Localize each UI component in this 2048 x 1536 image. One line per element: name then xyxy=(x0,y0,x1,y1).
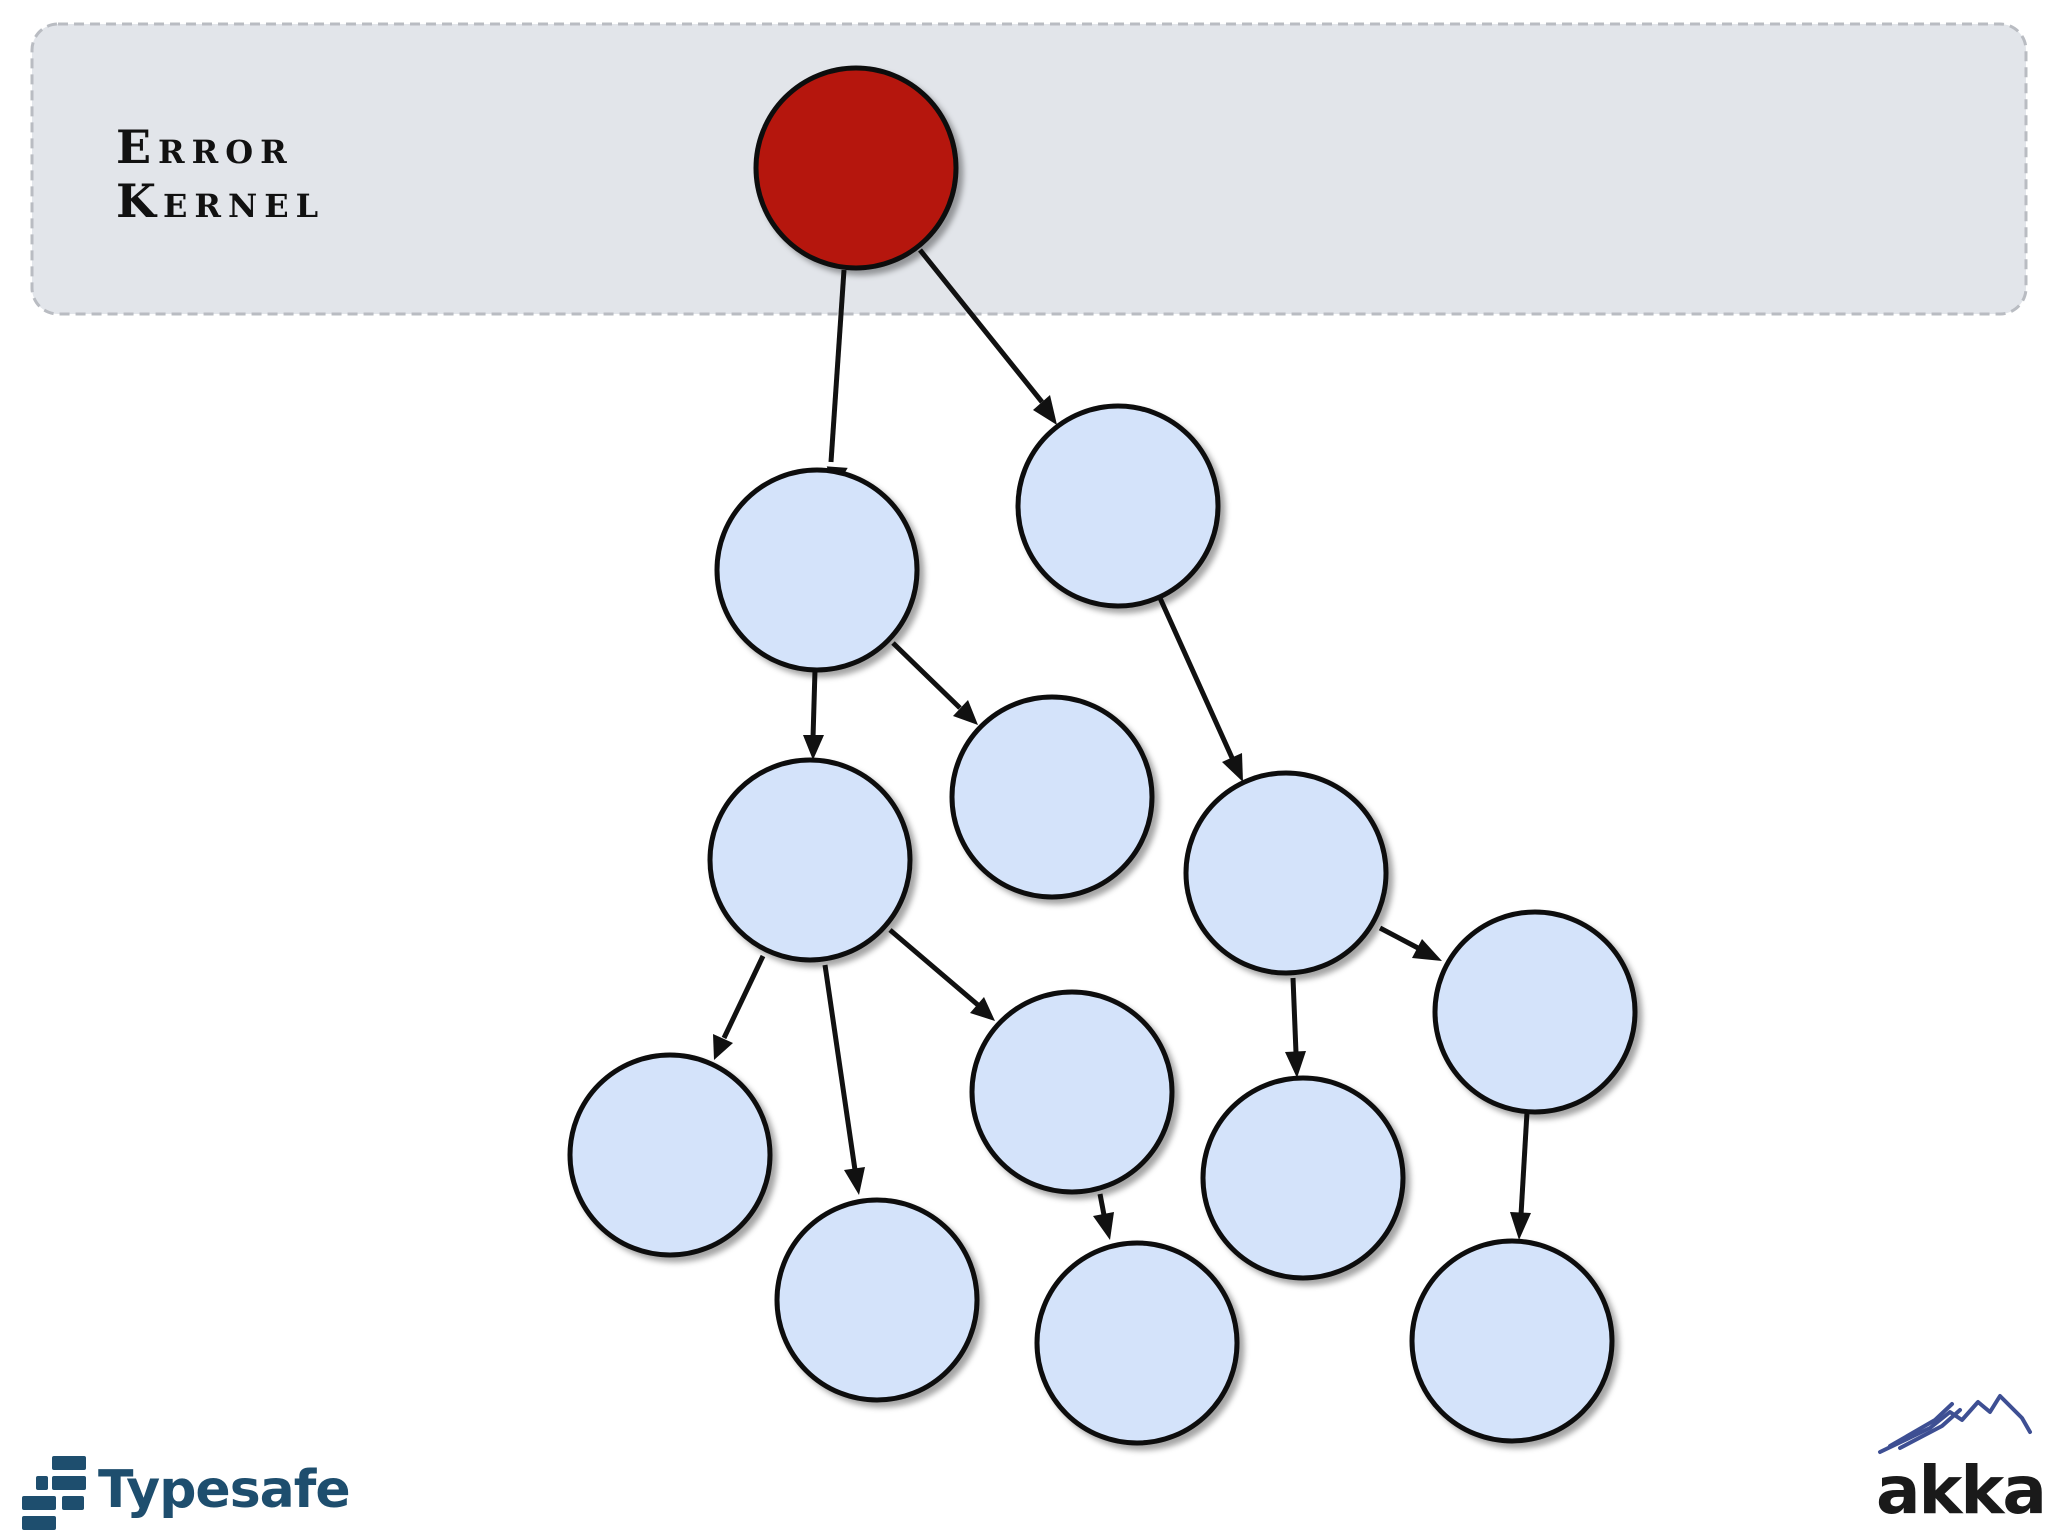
edge-c-to-h xyxy=(888,928,980,1007)
edge-k-to-l xyxy=(1518,1111,1530,1216)
actor-node-f xyxy=(567,1052,773,1258)
kernel-root-actor xyxy=(753,65,959,271)
edge-root-to-a xyxy=(828,269,847,463)
akka-logo: akka xyxy=(1870,1390,2047,1530)
error-kernel-zone xyxy=(30,22,2028,316)
arrowhead xyxy=(844,1167,865,1195)
typesafe-blocks-icon xyxy=(22,1456,86,1530)
edge-a-to-d xyxy=(891,641,962,710)
arrowhead xyxy=(1285,1051,1306,1078)
nodes xyxy=(567,65,1638,1446)
actor-node-j xyxy=(1200,1075,1406,1281)
actor-node-i xyxy=(1034,1240,1240,1446)
actor-node-c xyxy=(707,757,913,963)
edges xyxy=(713,248,1531,1240)
actor-node-h xyxy=(969,989,1175,1195)
edge-c-to-f xyxy=(721,954,766,1040)
error-kernel-label-line2: Kernel xyxy=(116,174,326,228)
edge-h-to-i xyxy=(1097,1193,1107,1216)
arrowhead xyxy=(953,700,978,725)
arrowhead xyxy=(1033,395,1057,425)
arrowhead xyxy=(1222,753,1243,782)
arrowhead xyxy=(970,997,995,1021)
edge-b-to-e xyxy=(1157,596,1236,762)
edge-e-to-j xyxy=(1290,977,1299,1054)
edge-a-to-c xyxy=(810,669,818,739)
arrowhead xyxy=(713,1034,733,1060)
arrowhead xyxy=(1412,939,1442,961)
akka-logo-text: akka xyxy=(1876,1452,2047,1529)
edge-e-to-k xyxy=(1378,925,1420,951)
actor-node-a xyxy=(714,467,920,673)
typesafe-logo-text: Typesafe xyxy=(98,1460,351,1520)
actor-node-b xyxy=(1015,403,1221,609)
actor-node-g xyxy=(774,1197,980,1403)
error-kernel-label-line1: Error xyxy=(116,120,294,174)
actor-node-d xyxy=(949,694,1155,900)
edge-c-to-g xyxy=(822,964,858,1171)
actor-node-e xyxy=(1183,770,1389,976)
actor-node-l xyxy=(1409,1238,1615,1444)
arrowhead xyxy=(1510,1212,1531,1240)
arrowhead xyxy=(1093,1212,1114,1240)
actor-node-k xyxy=(1432,909,1638,1115)
edge-root-to-b xyxy=(918,248,1044,404)
arrowhead xyxy=(803,735,824,760)
error-kernel-label: Error Kernel xyxy=(116,120,325,228)
typesafe-logo: Typesafe xyxy=(20,1450,351,1530)
mountain-peaks-icon xyxy=(1878,1394,2032,1454)
